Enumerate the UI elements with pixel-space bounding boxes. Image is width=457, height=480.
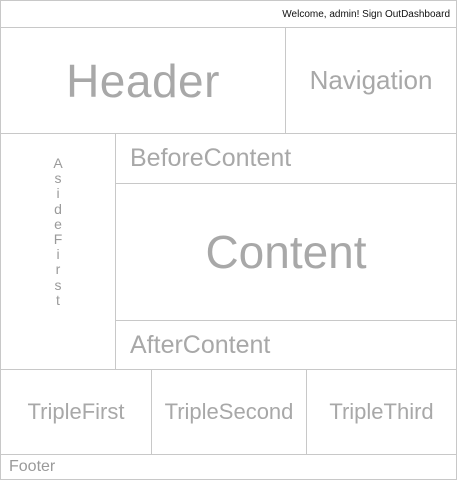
triple-second-label: TripleSecond [164, 399, 294, 424]
before-content-label: BeforeContent [130, 144, 292, 172]
top-bar: Welcome, admin! Sign OutDashboard [0, 0, 457, 28]
content-zone: Content [115, 183, 457, 321]
aside-first-letter: s [54, 170, 62, 187]
aside-first-letter: A [53, 155, 63, 171]
triple-third-label: TripleThird [329, 399, 434, 424]
footer-label: Footer [9, 458, 56, 475]
aside-first-letter: s [54, 276, 62, 293]
dashboard-link[interactable]: Dashboard [401, 9, 450, 20]
navigation-label: Navigation [309, 65, 433, 95]
content-label: Content [205, 226, 367, 278]
aside-first-letter: d [54, 200, 62, 217]
triple-second-zone: TripleSecond [151, 369, 307, 455]
user-links: Welcome, admin! Sign OutDashboard [282, 9, 450, 20]
after-content-label: AfterContent [130, 330, 271, 359]
triple-third-zone: TripleThird [306, 369, 457, 455]
aside-first-letter: e [54, 215, 62, 232]
footer-zone: Footer [0, 454, 457, 480]
navigation-zone: Navigation [285, 27, 457, 134]
sign-out-link[interactable]: Sign Out [362, 9, 402, 20]
aside-first-letter: r [55, 261, 61, 278]
after-content-zone: AfterContent [115, 320, 457, 370]
before-content-zone: BeforeContent [115, 133, 457, 184]
header-zone: Header [0, 27, 286, 134]
aside-first-letter: i [56, 185, 60, 202]
aside-first-letter: t [56, 291, 60, 308]
header-label: Header [66, 54, 220, 107]
welcome-text: Welcome, admin! [282, 9, 360, 20]
triple-first-label: TripleFirst [27, 399, 125, 424]
aside-first-letter: i [56, 246, 60, 263]
triple-first-zone: TripleFirst [0, 369, 152, 455]
aside-first-letter: F [53, 231, 63, 248]
